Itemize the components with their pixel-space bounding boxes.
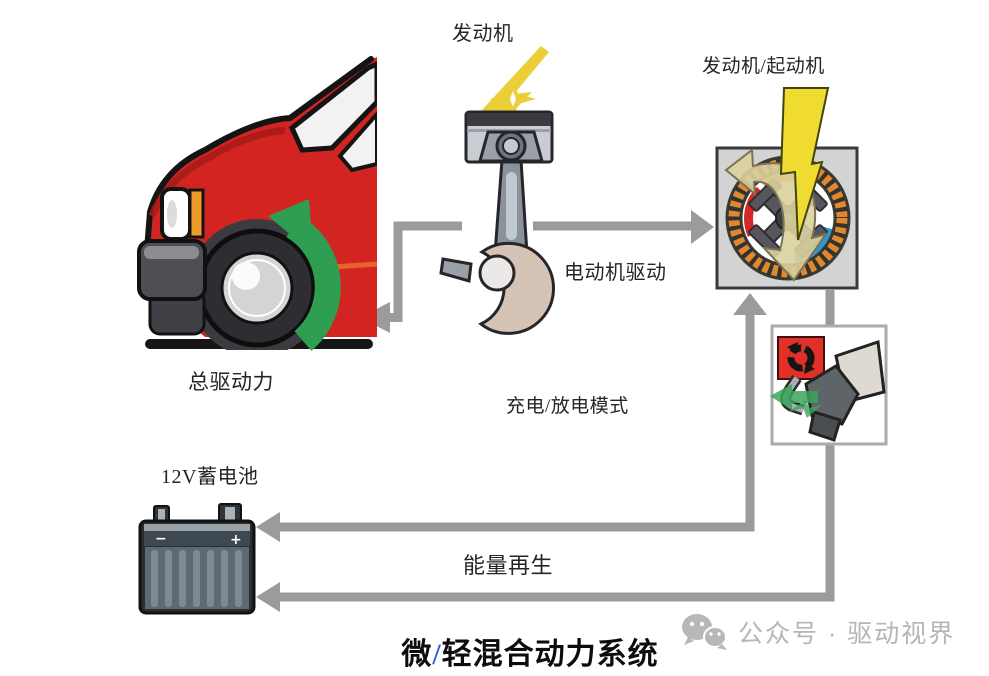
engine-to-motor-arrowhead (691, 210, 714, 244)
rim-highlight (232, 262, 260, 290)
title-slash: / (432, 638, 442, 671)
diagram-title: 微/轻混合动力系统 (300, 629, 760, 673)
regen-red-badge (777, 336, 825, 380)
side-window (337, 110, 377, 173)
watermark-text: 公众号 · 驱动视界 (738, 620, 956, 648)
rim-ring (228, 259, 286, 317)
battery-ribs (151, 550, 242, 607)
terminal-pos-inner (225, 507, 235, 522)
rotation-ring-icon (787, 344, 815, 372)
turn-signal (188, 188, 205, 239)
ring-arrowhead-1 (787, 342, 798, 353)
wechat-icon (682, 614, 727, 650)
brake-pedal-icon (770, 324, 888, 446)
battery-icon: − + (138, 503, 256, 615)
crank-pin-hole (478, 254, 516, 292)
green-arrow-1 (770, 384, 818, 410)
label-motor-drive: 电动机驱动 (564, 262, 667, 284)
terminal-neg-inner (158, 509, 165, 522)
pedal-pad (808, 410, 842, 442)
battery-minus: − (155, 531, 167, 547)
label-battery-12v: 12V蓄电池 (161, 466, 259, 488)
battery-label-band (144, 531, 250, 546)
ring-arrowhead-2 (804, 363, 815, 374)
watermark: 公众号 · 驱动视界 (680, 612, 955, 652)
green-arrow-2 (788, 400, 823, 418)
stator-coils (728, 158, 848, 278)
windshield (288, 61, 377, 153)
starter-generator-icon (715, 87, 859, 290)
battery-plus: + (230, 532, 242, 548)
label-energy-regeneration: 能量再生 (463, 553, 554, 578)
car-illustration (137, 56, 377, 351)
battery-top-strip (144, 524, 250, 531)
up-arrowhead (733, 293, 767, 315)
bumper-strip (144, 246, 199, 259)
crank-stub (439, 257, 473, 283)
title-post: 轻混合动力系统 (441, 638, 659, 671)
engine-to-wheel-arrow (388, 221, 462, 322)
label-charge-discharge-mode: 充电/放电模式 (506, 396, 629, 417)
headlight-detail (167, 200, 177, 228)
label-engine: 发动机 (452, 23, 514, 45)
label-starter-generator: 发动机/起动机 (702, 56, 825, 77)
lightning-bolt-icon (779, 87, 830, 241)
rod-slot (506, 172, 517, 240)
car-outline (143, 56, 374, 265)
left-arrowhead-charge (256, 512, 280, 542)
wheel-rotation-arrow (268, 199, 341, 351)
wheel-rim (220, 251, 294, 325)
charge-discharge-line (268, 312, 755, 532)
engine-piston-icon (439, 46, 555, 335)
title-pre: 微 (401, 638, 433, 671)
left-arrowhead-regen (256, 582, 280, 612)
wrist-pin-inner (502, 137, 520, 155)
piston-rings (467, 113, 551, 126)
label-total-drive-force: 总驱动力 (188, 370, 274, 394)
